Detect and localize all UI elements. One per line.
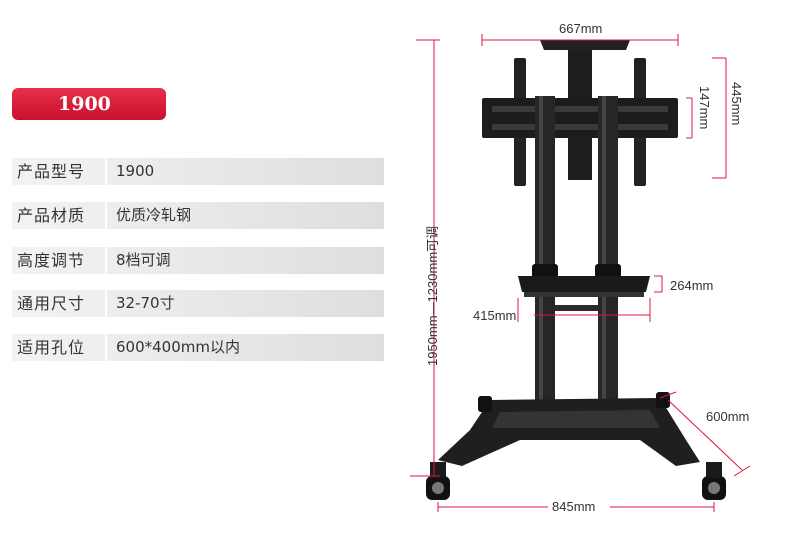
- camera-shelf: [540, 40, 630, 50]
- stand-base: [438, 398, 700, 466]
- dim-total-height: 1950mm—1230mm可调: [425, 226, 440, 366]
- bracket-slot: [492, 106, 668, 112]
- tv-stand-illustration: [426, 40, 726, 500]
- caster-wheel: [478, 396, 492, 412]
- spec-value: 1900: [116, 162, 155, 180]
- column-right: [598, 96, 618, 418]
- caster-wheel: [656, 392, 670, 408]
- dim-bracket-height: 147mm: [697, 86, 712, 129]
- spec-label: 高度调节: [17, 251, 86, 270]
- dim-shelf-width: 415mm: [473, 308, 516, 323]
- spec-row-model: 产品型号 1900: [12, 158, 384, 185]
- column-left: [535, 96, 555, 418]
- caster-wheel: [426, 476, 450, 500]
- cross-brace: [555, 305, 598, 311]
- bracket-slot: [492, 124, 668, 130]
- dimension-lines: [410, 34, 751, 512]
- spec-label: 产品材质: [17, 206, 86, 225]
- caster-mount: [706, 462, 722, 478]
- spec-divider: [105, 334, 107, 361]
- dim-top-width: 667mm: [559, 21, 602, 36]
- spec-value: 优质冷轧钢: [116, 206, 192, 224]
- dim-base-depth: 600mm: [706, 409, 749, 424]
- column-highlight: [539, 96, 543, 418]
- shelf-edge: [524, 292, 644, 297]
- column-highlight: [602, 96, 606, 418]
- spec-divider: [105, 247, 107, 274]
- spec-label: 适用孔位: [17, 338, 86, 357]
- base-top-plate: [492, 410, 660, 428]
- spec-divider: [105, 290, 107, 317]
- dim-shelf-height: 264mm: [670, 278, 713, 293]
- spec-row-size: 通用尺寸 32-70寸: [12, 290, 384, 317]
- spec-label: 产品型号: [17, 162, 86, 181]
- middle-shelf: [518, 276, 650, 292]
- spec-value: 8档可调: [116, 251, 171, 269]
- height-clamp: [532, 264, 558, 278]
- spec-value: 32-70寸: [116, 294, 175, 312]
- model-badge: 1900: [12, 88, 166, 120]
- spec-divider: [105, 202, 107, 229]
- caster-wheel: [702, 476, 726, 500]
- spec-divider: [105, 158, 107, 185]
- spec-row-hole-pattern: 适用孔位 600*400mm以内: [12, 334, 384, 361]
- spec-row-height-adjust: 高度调节 8档可调: [12, 247, 384, 274]
- spec-row-material: 产品材质 优质冷轧钢: [12, 202, 384, 229]
- mount-bracket: [482, 98, 678, 138]
- model-badge-text: 1900: [58, 93, 111, 115]
- dim-base-width: 845mm: [552, 499, 595, 514]
- spec-value: 600*400mm以内: [116, 338, 240, 356]
- spec-label: 通用尺寸: [17, 294, 86, 313]
- height-clamp: [595, 264, 621, 278]
- dim-mount-height: 445mm: [729, 82, 744, 125]
